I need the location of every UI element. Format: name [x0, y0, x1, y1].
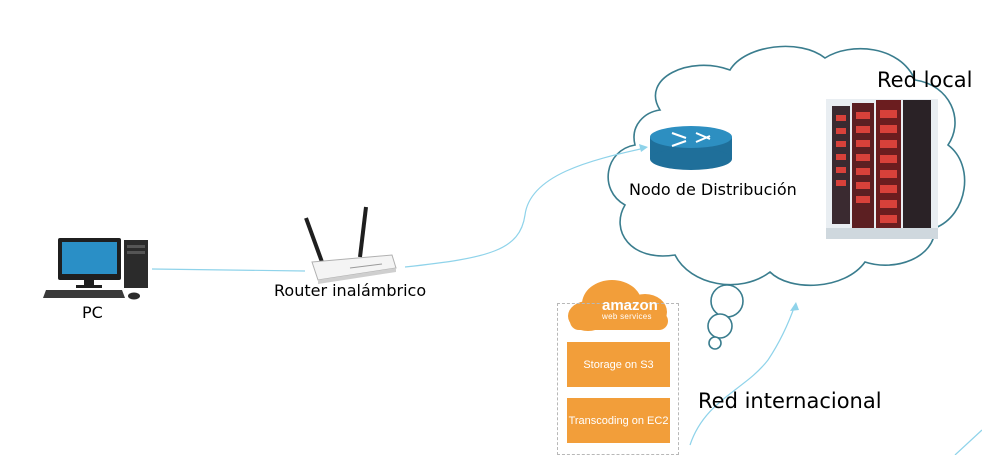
server-racks-image: [826, 99, 938, 239]
corner-line: [954, 429, 982, 455]
aws-service-transcoding: Transcoding on EC2: [567, 398, 670, 443]
wireless-router-icon: [304, 206, 397, 284]
aws-logo-text: amazon web services: [602, 298, 658, 321]
arrow-head-node: [639, 144, 648, 152]
local-network-label: Red local: [877, 68, 973, 92]
aws-logo-main: amazon: [602, 297, 658, 314]
link-pc-router: [151, 268, 306, 272]
distribution-router-icon: [650, 126, 732, 170]
aws-logo-sub: web services: [602, 312, 652, 321]
router-label: Router inalámbrico: [274, 281, 427, 300]
link-router-node: [404, 147, 646, 268]
network-links: [151, 147, 982, 455]
distribution-node-label: Nodo de Distribución: [629, 180, 797, 199]
aws-services-container: Storage on S3 Transcoding on EC2: [557, 303, 679, 455]
pc-icon: [43, 238, 148, 300]
pc-label: PC: [82, 303, 103, 322]
arrow-head-local: [790, 302, 799, 311]
international-network-label: Red internacional: [698, 389, 882, 413]
aws-service-storage: Storage on S3: [567, 342, 670, 387]
link-international-node: [689, 304, 796, 446]
